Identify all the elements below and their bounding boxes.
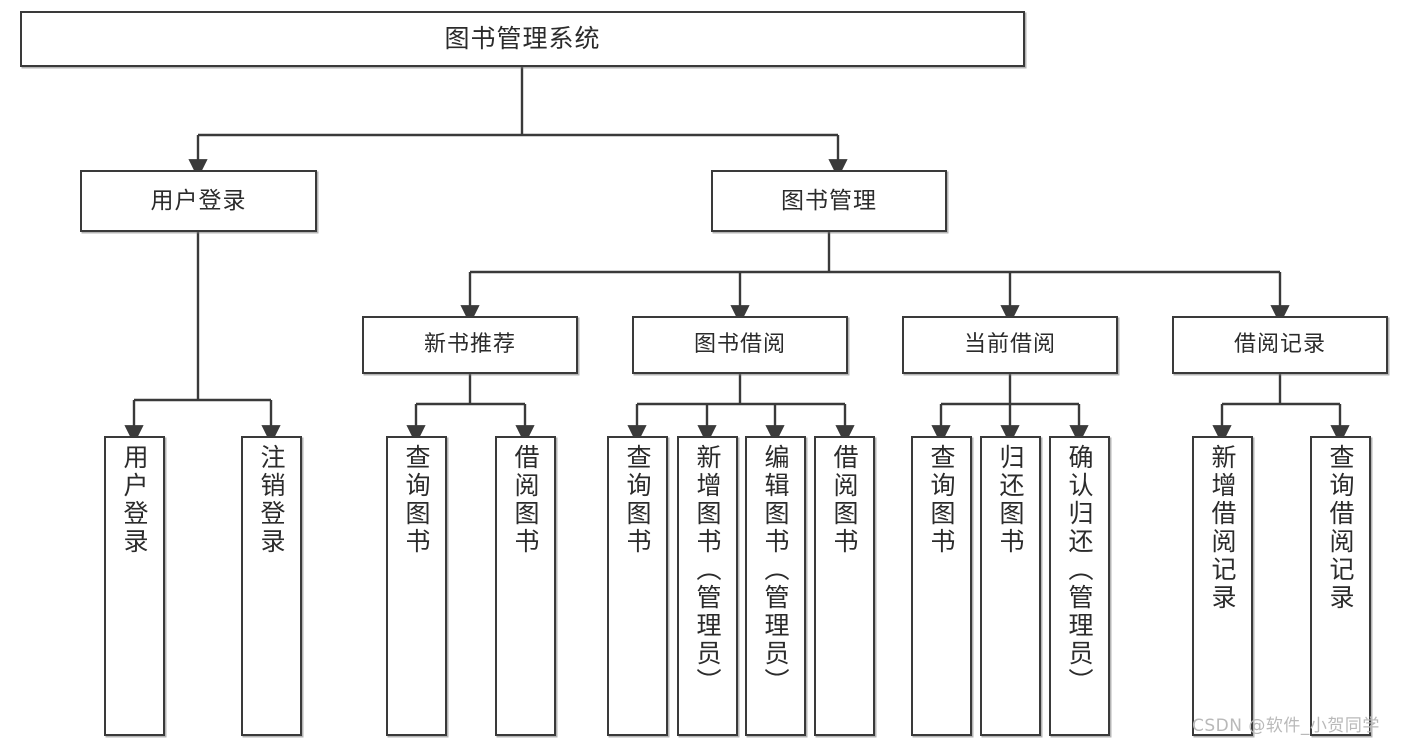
node-leaf-add-book[interactable]: 新增图书（管理员）	[677, 436, 738, 736]
node-leaf-query-book-1[interactable]: 查询图书	[386, 436, 447, 736]
node-leaf-logout-login-label: 注销登录	[257, 444, 286, 556]
node-current-borrow[interactable]: 当前借阅	[902, 316, 1118, 374]
node-leaf-query-record-label: 查询借阅记录	[1326, 444, 1355, 612]
node-leaf-query-book-3[interactable]: 查询图书	[911, 436, 972, 736]
node-new-book-recommend[interactable]: 新书推荐	[362, 316, 578, 374]
node-leaf-return-book-label: 归还图书	[996, 444, 1025, 556]
node-book-management[interactable]: 图书管理	[711, 170, 947, 232]
node-user-login[interactable]: 用户登录	[80, 170, 317, 232]
node-book-management-label: 图书管理	[781, 187, 877, 214]
node-leaf-edit-book-label: 编辑图书（管理员）	[761, 444, 790, 696]
node-user-login-label: 用户登录	[150, 187, 247, 214]
node-book-borrow-label: 图书借阅	[693, 332, 786, 358]
node-borrow-record-label: 借阅记录	[1233, 332, 1326, 358]
node-leaf-add-book-label: 新增图书（管理员）	[693, 444, 722, 696]
node-leaf-return-book[interactable]: 归还图书	[980, 436, 1041, 736]
node-book-borrow[interactable]: 图书借阅	[632, 316, 848, 374]
node-leaf-query-book-3-label: 查询图书	[927, 444, 956, 556]
node-leaf-borrow-book-2-label: 借阅图书	[830, 444, 859, 556]
node-leaf-user-login[interactable]: 用户登录	[104, 436, 165, 736]
node-leaf-confirm-return[interactable]: 确认归还（管理员）	[1049, 436, 1110, 736]
node-new-book-recommend-label: 新书推荐	[423, 332, 516, 358]
node-leaf-borrow-book-1[interactable]: 借阅图书	[495, 436, 556, 736]
node-leaf-borrow-book-2[interactable]: 借阅图书	[814, 436, 875, 736]
node-leaf-user-login-label: 用户登录	[120, 444, 149, 556]
node-borrow-record[interactable]: 借阅记录	[1172, 316, 1388, 374]
node-root[interactable]: 图书管理系统	[20, 11, 1025, 67]
node-leaf-query-book-2-label: 查询图书	[623, 444, 652, 556]
node-root-label: 图书管理系统	[444, 23, 601, 53]
node-leaf-query-record[interactable]: 查询借阅记录	[1310, 436, 1371, 736]
node-leaf-confirm-return-label: 确认归还（管理员）	[1065, 444, 1094, 696]
node-current-borrow-label: 当前借阅	[963, 332, 1056, 358]
node-leaf-add-record[interactable]: 新增借阅记录	[1192, 436, 1253, 736]
node-leaf-edit-book[interactable]: 编辑图书（管理员）	[745, 436, 806, 736]
node-leaf-logout-login[interactable]: 注销登录	[241, 436, 302, 736]
node-leaf-query-book-2[interactable]: 查询图书	[607, 436, 668, 736]
node-leaf-query-book-1-label: 查询图书	[402, 444, 431, 556]
node-leaf-add-record-label: 新增借阅记录	[1208, 444, 1237, 612]
node-leaf-borrow-book-1-label: 借阅图书	[511, 444, 540, 556]
watermark: CSDN @软件_小贺同学	[1192, 716, 1380, 736]
